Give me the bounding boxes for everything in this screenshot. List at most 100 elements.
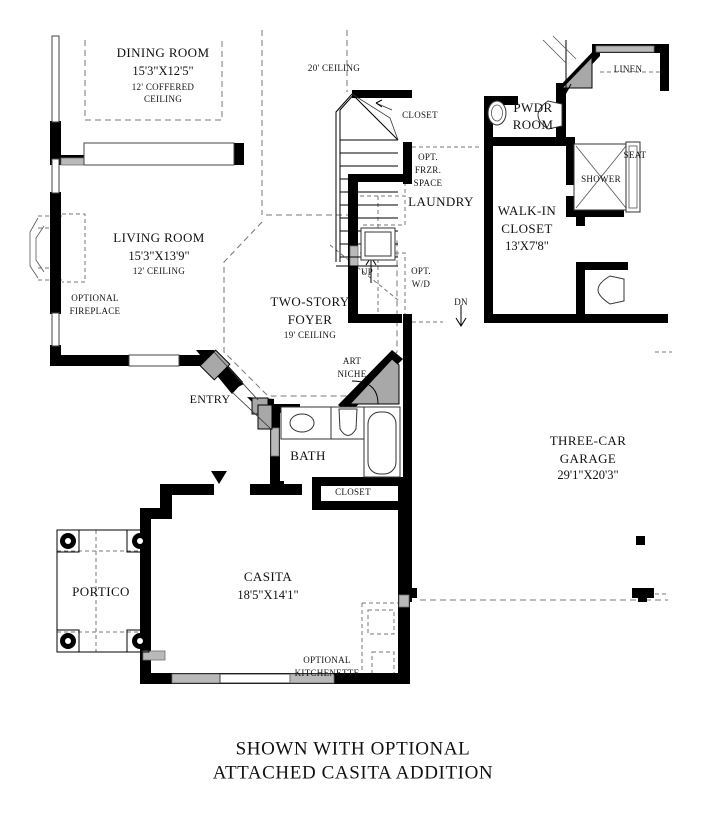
fixtures <box>29 100 641 478</box>
stairs-dn-arrow <box>455 305 467 327</box>
label-opt-kitchenette-1: OPTIONAL <box>303 655 350 665</box>
entry-door-gray-1 <box>199 349 231 381</box>
portico-post-bl-core <box>65 638 71 644</box>
label-stair-closet: CLOSET <box>402 110 438 120</box>
wall-toilet-left <box>576 262 585 322</box>
label-art-niche-2: NICHE <box>338 369 367 379</box>
wall-living-bottom-1 <box>50 355 130 366</box>
wall-casita-left <box>140 508 151 684</box>
label-pwdr-name: PWDR <box>513 100 552 115</box>
art-niche-fill <box>348 358 400 405</box>
wall-bath-bottom <box>312 477 404 486</box>
wall-angled-linen <box>556 44 600 92</box>
pwdr-toilet <box>537 100 563 130</box>
wall-left-2 <box>50 192 61 214</box>
label-casita-dim: 18'5"X14'1" <box>237 588 298 602</box>
wall-shower-stub <box>576 208 585 226</box>
wall-spine-b <box>403 314 412 602</box>
label-opt-frzr-1: OPT. <box>418 152 438 162</box>
wall-shower-left-lower <box>566 196 575 216</box>
label-dining-dim: 15'3"X12'5" <box>132 64 193 78</box>
art-niche-arc <box>351 380 379 405</box>
wall-garage-post-left <box>399 588 417 598</box>
portico-post-br-core <box>137 638 143 644</box>
wall-wic-bottom <box>484 314 668 323</box>
bath-sink <box>289 413 315 433</box>
openings <box>51 35 655 684</box>
entry-line-2 <box>231 391 273 431</box>
wall-casita-top-2 <box>250 484 302 495</box>
label-dn: DN <box>454 297 468 307</box>
wall-bathcloset-left <box>312 477 321 509</box>
label-art-niche-1: ART <box>343 356 362 366</box>
portico-structure <box>56 529 150 653</box>
label-foyer-name: TWO-STORY <box>270 294 349 309</box>
opt-frzr-box <box>360 195 406 226</box>
kitchenette-cab-dash <box>371 651 395 677</box>
portico-col-br <box>126 629 150 653</box>
label-casita-name: CASITA <box>244 569 293 584</box>
closet-leader <box>375 102 393 111</box>
wall-toilet-top <box>576 262 628 270</box>
label-opt-frzr-3: SPACE <box>414 178 443 188</box>
entry-line-1 <box>213 351 259 401</box>
bath-corner-gray <box>257 404 273 430</box>
portico-post-tl-core <box>65 538 71 544</box>
window-left-b <box>51 312 60 347</box>
label-garage-name2: GARAGE <box>560 451 617 466</box>
portico-col-bl <box>56 629 80 653</box>
label-opt-fireplace-1: OPTIONAL <box>71 293 118 303</box>
window-living-bottom <box>128 354 180 367</box>
label-entry: ENTRY <box>190 392 231 406</box>
wall-laundry-top <box>348 174 410 182</box>
label-living-dim: 15'3"X13'9" <box>128 249 189 263</box>
label-foyer-name2: FOYER <box>288 312 333 327</box>
kitchenette-sink-dash <box>367 609 395 635</box>
wall-pwdr-bottom <box>484 137 566 146</box>
entry-arrow <box>228 376 244 391</box>
wall-casita-right <box>398 484 410 684</box>
casita-window-3 <box>289 673 335 684</box>
caption-line-1: SHOWN WITH OPTIONAL <box>236 738 471 759</box>
label-opt-kitchenette-2: KITCHENETTE <box>295 668 360 678</box>
bath-toilet <box>338 408 358 436</box>
wall-casita-step-top <box>160 484 214 495</box>
wall-left-3 <box>50 214 61 314</box>
label-garage-name: THREE-CAR <box>550 433 627 448</box>
wall-laundry-bottom <box>348 314 402 323</box>
label-portico-name: PORTICO <box>72 584 130 599</box>
linen-shelf <box>595 45 655 53</box>
label-living-note1: 12' CEILING <box>133 266 185 276</box>
label-bath-name: BATH <box>290 448 326 463</box>
casita-right-opening <box>398 594 410 608</box>
door-markers <box>211 35 577 484</box>
shower-seat <box>625 141 641 213</box>
portico-post-tr-core <box>137 538 143 544</box>
dining-coffer-dash <box>84 40 223 121</box>
fireplace-dash <box>62 213 86 283</box>
casita-window-left <box>142 650 166 661</box>
wall-linen-right <box>660 44 669 91</box>
laundry-appliance-inner <box>364 231 392 257</box>
label-linen: LINEN <box>614 64 643 74</box>
wall-pwdr-left <box>484 96 493 322</box>
labels: DINING ROOM 15'3"X12'5" 12' COFFERED CEI… <box>70 45 647 783</box>
wall-shower-left-upper <box>566 137 575 185</box>
wall-left-1 <box>50 121 61 159</box>
window-left-dining <box>51 35 60 123</box>
portico-dash <box>57 530 148 652</box>
wall-dining-right-post <box>232 143 244 165</box>
label-dining-note1: 12' COFFERED <box>132 82 195 92</box>
label-wic-name2: CLOSET <box>501 221 553 236</box>
portico-slab <box>56 529 150 653</box>
casita-window-2 <box>219 673 291 684</box>
portico-col-tl <box>56 529 80 553</box>
label-dining-name: DINING ROOM <box>117 45 210 60</box>
bathtub <box>367 411 397 475</box>
wall-pwdr-top-left <box>484 96 518 105</box>
wall-living-bottom-2 <box>178 355 210 366</box>
wall-garage-dot <box>636 536 645 545</box>
label-living-name: LIVING ROOM <box>113 230 204 245</box>
